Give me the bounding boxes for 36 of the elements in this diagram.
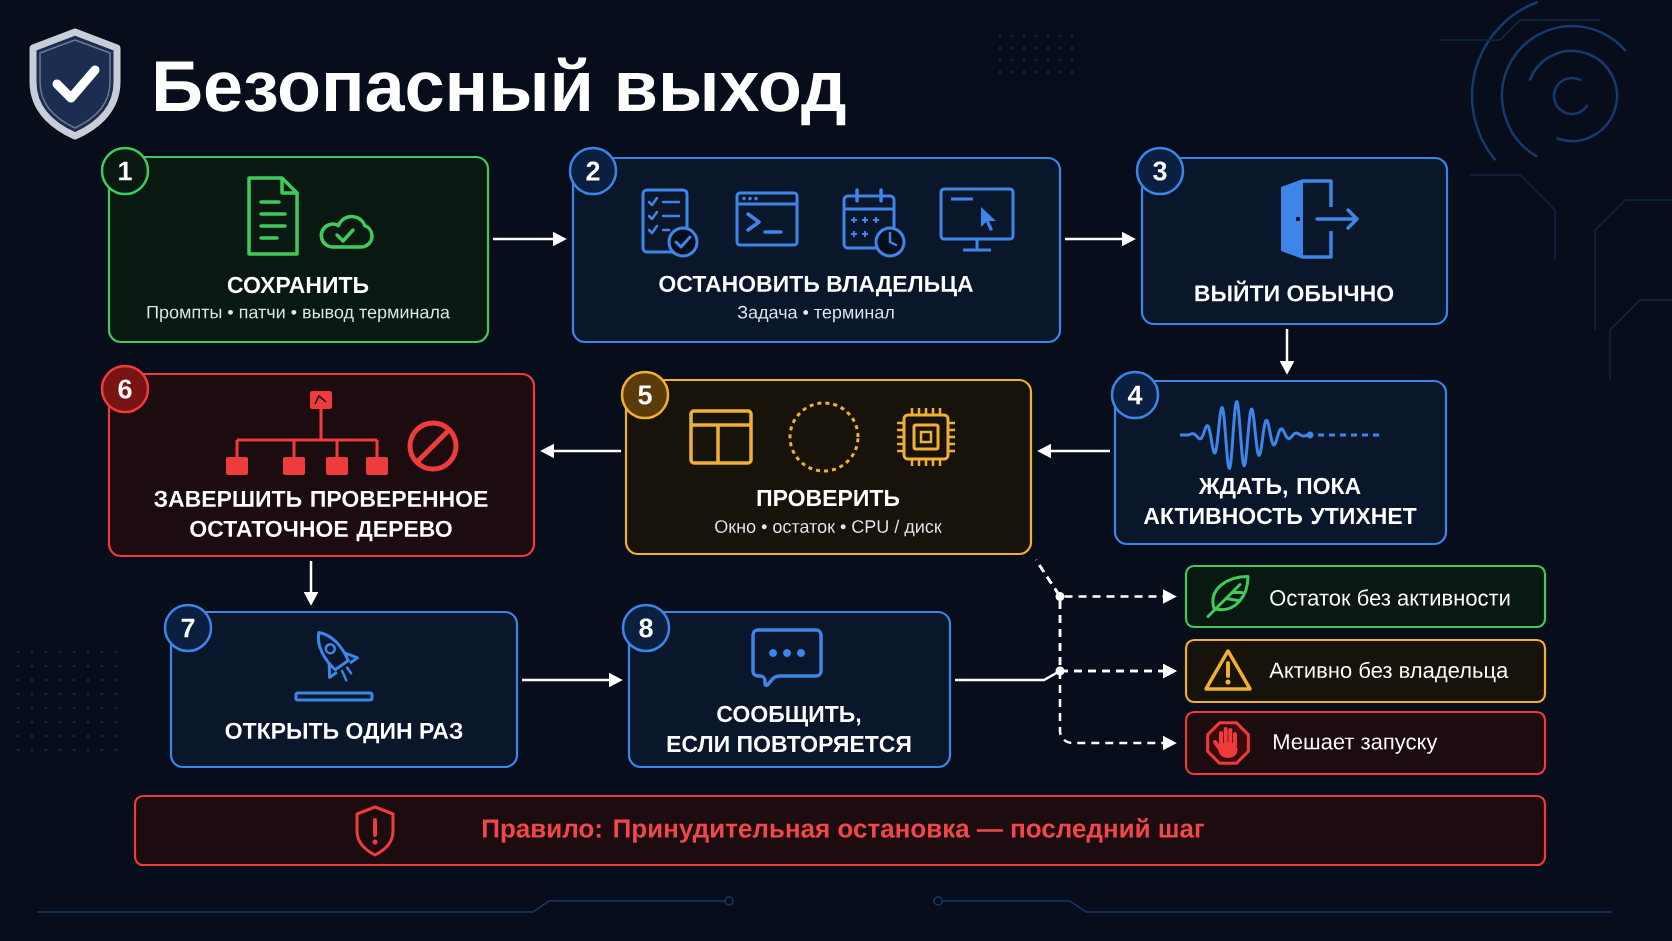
step-title: ЖДАТЬ, ПОКА АКТИВНОСТЬ УТИХНЕТ bbox=[1143, 477, 1417, 525]
title: Безопасный выход bbox=[156, 57, 846, 126]
number-badge: 6 bbox=[100, 364, 150, 414]
step-title: ВЫЙТИ ОБЫЧНО bbox=[1195, 280, 1394, 302]
number-badge: 4 bbox=[1110, 370, 1160, 420]
outcome-label: Мешает запуску bbox=[1274, 734, 1438, 754]
step-details: Промпты • патчи • вывод терминала bbox=[147, 305, 450, 323]
step-title: ЗАВЕРШИТЬ ПРОВЕРЕННОЕ ОСТАТОЧНОЕ ДЕРЕВО bbox=[154, 490, 488, 542]
number-badge: 2 bbox=[568, 146, 618, 196]
step-box bbox=[620, 370, 1033, 556]
step-box bbox=[568, 146, 1062, 344]
step-box bbox=[100, 146, 490, 344]
step-title: СОХРАНИТЬ bbox=[227, 276, 369, 294]
step-title: ПРОВЕРИТЬ bbox=[757, 489, 900, 507]
step-title: СООБЩИТЬ, ЕСЛИ ПОВТОРЯЕТСЯ bbox=[667, 705, 911, 753]
step-title: ОТКРЫТЬ ОДИН РАЗ bbox=[225, 722, 463, 744]
step-details: Задача • терминал bbox=[737, 305, 894, 323]
step-box bbox=[100, 364, 536, 558]
number-badge: 7 bbox=[163, 603, 213, 653]
number-badge: 1 bbox=[100, 146, 150, 196]
outcome-box bbox=[1184, 564, 1547, 629]
step-box bbox=[1135, 146, 1449, 326]
number-badge: 5 bbox=[620, 370, 670, 420]
outcome-box bbox=[1184, 638, 1547, 704]
outcome-label: Остаток без активности bbox=[1270, 589, 1510, 606]
outcome-box bbox=[1184, 710, 1547, 776]
outcome-label: Активно без владельца bbox=[1269, 661, 1509, 683]
rule-text: Правило: Принудительная остановка — последний шаг bbox=[483, 818, 1205, 843]
number-badge: 3 bbox=[1135, 146, 1185, 196]
step-details: Окно • остаток • CPU / диск bbox=[715, 519, 942, 537]
step-box bbox=[163, 603, 519, 769]
step-title: ОСТАНОВИТЬ ВЛАДЕЛЬЦА bbox=[659, 275, 973, 297]
rule-banner bbox=[133, 794, 1547, 867]
step-box bbox=[621, 603, 952, 769]
number-badge: 8 bbox=[621, 603, 671, 653]
step-box bbox=[1110, 370, 1448, 546]
